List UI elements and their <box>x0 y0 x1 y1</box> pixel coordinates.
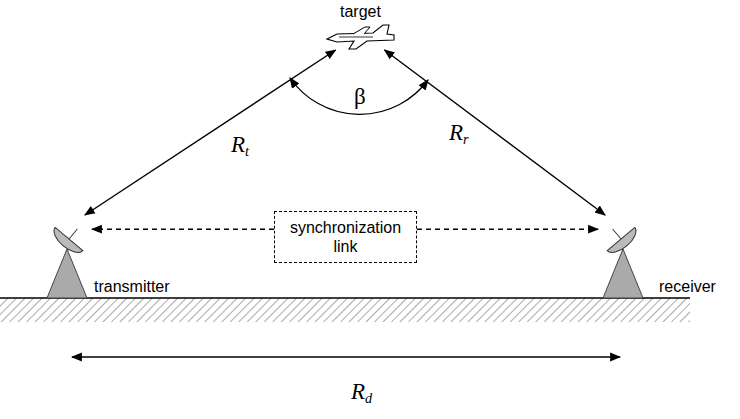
antenna-dish <box>49 217 91 257</box>
aircraft-body <box>327 25 394 49</box>
angle-arc <box>290 78 428 114</box>
icon-graphic <box>598 215 645 298</box>
dish-feed <box>69 229 77 239</box>
node-label: target <box>340 2 381 21</box>
icon-graphic <box>325 24 395 50</box>
dish-feed <box>613 229 621 239</box>
sync-connector <box>92 228 274 229</box>
range-connector <box>85 50 336 215</box>
node-label: transmitter <box>94 277 170 296</box>
aircraft-detail <box>339 37 373 38</box>
antenna-pedestal <box>47 249 87 298</box>
aircraft-wing <box>353 27 370 34</box>
receiver-antenna: receiver <box>598 215 645 298</box>
sync-link-box: synchronization link <box>274 211 417 263</box>
transmitter-antenna: transmitter <box>45 215 92 298</box>
antenna-pedestal <box>603 249 643 298</box>
icon-graphic <box>45 215 92 298</box>
subscript: r <box>463 131 469 147</box>
antenna-dish <box>599 217 641 257</box>
baseline-arrow <box>72 356 620 357</box>
range-connector <box>385 50 606 215</box>
dish-bowl <box>607 227 640 257</box>
dish-bowl <box>49 227 82 257</box>
angle-label: β <box>354 85 366 109</box>
range-label: Rt <box>229 133 251 157</box>
ground-line <box>0 297 690 299</box>
baseline-label: Rd <box>349 380 374 404</box>
subscript: t <box>245 143 249 159</box>
target-aircraft: target <box>325 24 395 50</box>
node-label: receiver <box>659 277 716 296</box>
subscript: d <box>365 390 372 406</box>
ground-hatch <box>0 298 690 322</box>
node-label: synchronization link <box>283 218 408 256</box>
sync-connector <box>417 228 598 229</box>
range-label: Rr <box>447 121 471 145</box>
